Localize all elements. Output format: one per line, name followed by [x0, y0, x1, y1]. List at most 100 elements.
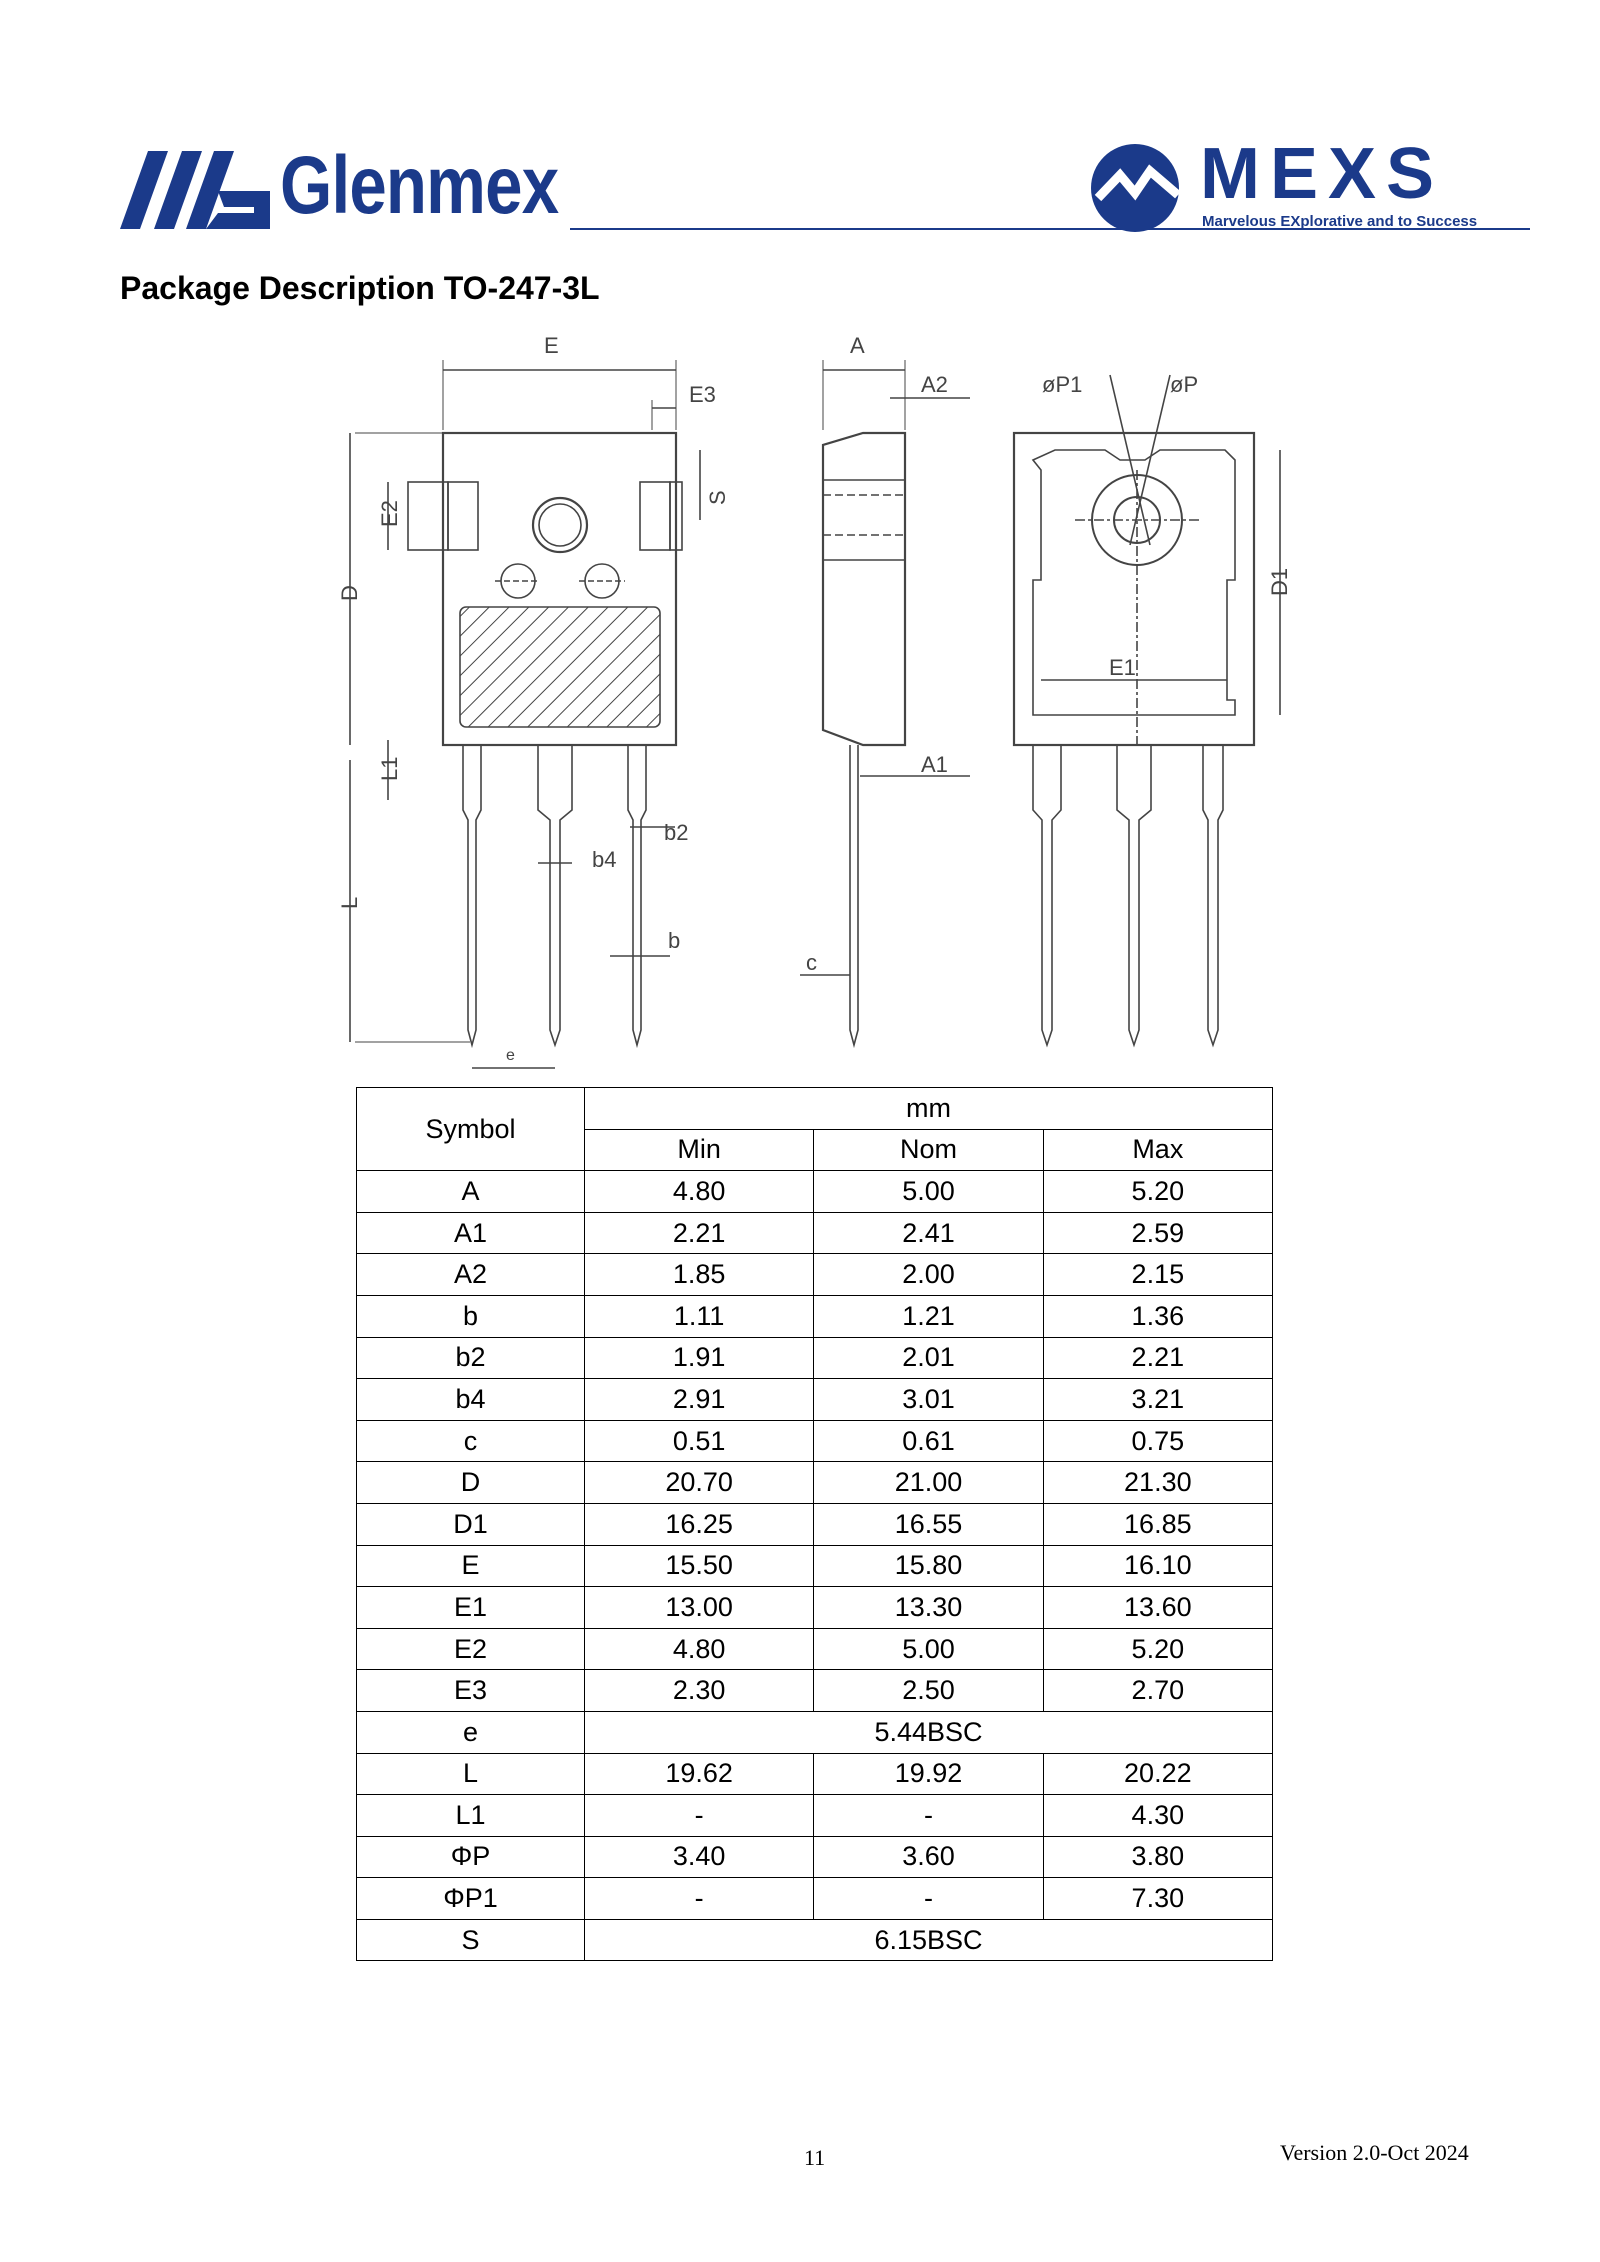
span-cell: 5.44BSC	[584, 1710, 1273, 1754]
label-A: A	[850, 333, 865, 358]
symbol-cell: b2	[356, 1336, 585, 1380]
symbol-cell: L1	[356, 1794, 585, 1837]
max-cell: 4.30	[1042, 1794, 1274, 1837]
side-view: A A2 A1 c	[800, 333, 970, 1049]
table-row: L1--4.30	[356, 1794, 1274, 1837]
symbol-cell: ΦP	[356, 1835, 585, 1879]
label-D: D	[337, 585, 362, 601]
nom-cell: 0.61	[813, 1419, 1044, 1463]
max-cell: 5.20	[1042, 1627, 1274, 1671]
symbol-cell: D	[356, 1461, 585, 1504]
nom-cell: 3.01	[813, 1378, 1044, 1421]
label-D1: D1	[1267, 568, 1292, 596]
label-e: e	[506, 1047, 515, 1064]
max-cell: 21.30	[1042, 1461, 1274, 1504]
col-header-max: Max	[1042, 1128, 1274, 1172]
glenmex-mark-icon	[120, 151, 270, 229]
col-header-min: Min	[583, 1128, 815, 1172]
max-cell: 7.30	[1042, 1877, 1274, 1920]
min-cell: 2.30	[583, 1669, 815, 1712]
symbol-cell: S	[356, 1918, 585, 1962]
unit-header: mm	[584, 1087, 1273, 1130]
label-E1: E1	[1109, 655, 1136, 680]
max-cell: 2.21	[1042, 1336, 1274, 1380]
min-cell: 15.50	[583, 1544, 815, 1588]
max-cell: 5.20	[1042, 1170, 1274, 1213]
symbol-cell: L	[356, 1752, 585, 1796]
max-cell: 2.70	[1042, 1669, 1274, 1712]
min-cell: 13.00	[583, 1586, 815, 1629]
header-rule	[570, 228, 1530, 230]
label-b4: b4	[592, 847, 616, 872]
nom-cell: -	[813, 1794, 1044, 1837]
nom-cell: 2.01	[813, 1336, 1044, 1380]
min-cell: 19.62	[583, 1752, 815, 1796]
min-cell: 2.21	[583, 1211, 815, 1255]
package-drawing: E E3 S E2 D L1 L b2 b4 b e A A2 A1 c	[337, 333, 1292, 1069]
label-A1: A1	[921, 752, 948, 777]
mexs-emblem-icon	[1091, 144, 1181, 232]
symbol-cell: E2	[356, 1627, 585, 1671]
nom-cell: 13.30	[813, 1586, 1044, 1629]
max-cell: 2.15	[1042, 1253, 1274, 1296]
min-cell: 4.80	[583, 1170, 815, 1213]
symbol-cell: e	[356, 1710, 585, 1754]
max-cell: 13.60	[1042, 1586, 1274, 1629]
nom-cell: -	[813, 1877, 1044, 1920]
symbol-cell: b4	[356, 1378, 585, 1421]
label-L1: L1	[377, 757, 402, 781]
nom-cell: 1.21	[813, 1294, 1044, 1338]
nom-cell: 2.50	[813, 1669, 1044, 1712]
nom-cell: 3.60	[813, 1835, 1044, 1879]
min-cell: 0.51	[583, 1419, 815, 1463]
nom-cell: 5.00	[813, 1170, 1044, 1213]
col-header-nom: Nom	[813, 1128, 1044, 1172]
symbol-cell: ΦP1	[356, 1877, 585, 1920]
max-cell: 2.59	[1042, 1211, 1274, 1255]
nom-cell: 2.00	[813, 1253, 1044, 1296]
symbol-cell: c	[356, 1419, 585, 1463]
nom-cell: 16.55	[813, 1502, 1044, 1546]
min-cell: -	[583, 1877, 815, 1920]
span-cell: 6.15BSC	[584, 1918, 1273, 1962]
partner-name: MEXS	[1200, 134, 1445, 214]
min-cell: 2.91	[583, 1378, 815, 1421]
min-cell: 1.85	[583, 1253, 815, 1296]
max-cell: 3.21	[1042, 1378, 1274, 1421]
version-label: Version 2.0-Oct 2024	[1280, 2140, 1469, 2165]
symbol-cell: D1	[356, 1502, 585, 1546]
page-title: Package Description TO-247-3L	[120, 270, 600, 306]
glenmex-logo: Glenmex	[120, 140, 580, 235]
label-L: L	[337, 897, 362, 909]
max-cell: 20.22	[1042, 1752, 1274, 1796]
table-row: ΦP1--7.30	[356, 1877, 1274, 1920]
min-cell: 1.91	[583, 1336, 815, 1380]
min-cell: 3.40	[583, 1835, 815, 1879]
back-view: øP1 øP D1 E1	[1012, 372, 1292, 1048]
brand-name: Glenmex	[280, 140, 559, 231]
label-E3: E3	[689, 382, 716, 407]
max-cell: 3.80	[1042, 1835, 1274, 1879]
label-E2: E2	[377, 500, 402, 527]
label-b2: b2	[664, 820, 688, 845]
symbol-cell: E3	[356, 1669, 585, 1712]
mexs-logo: MEXS Marvelous EXplorative and to Succes…	[1090, 134, 1530, 238]
symbol-cell: b	[356, 1294, 585, 1338]
min-cell: 16.25	[583, 1502, 815, 1546]
max-cell: 16.85	[1042, 1502, 1274, 1546]
